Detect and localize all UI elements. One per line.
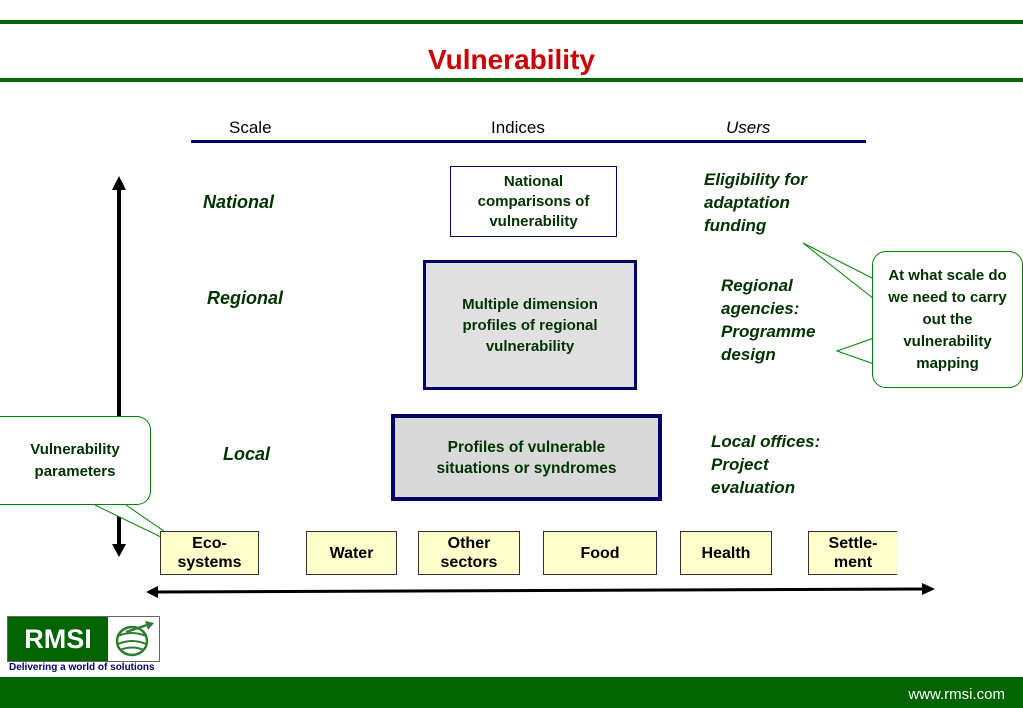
header-scale: Scale bbox=[229, 118, 272, 137]
index-national-box: National comparisons of vulnerability bbox=[450, 166, 617, 237]
sector-other-sectors: Other sectors bbox=[418, 531, 520, 575]
globe-arrow-icon bbox=[115, 621, 154, 657]
title-underline-rule bbox=[0, 78, 1023, 82]
top-rule bbox=[0, 20, 1023, 24]
sector-settlement: Settle-ment bbox=[808, 531, 897, 575]
index-national-text: National comparisons of vulnerability bbox=[477, 172, 590, 230]
footer-bar bbox=[0, 677, 1023, 708]
sector-water: Water bbox=[306, 531, 397, 575]
index-regional-text: Multiple dimension profiles of regional … bbox=[462, 295, 598, 355]
scale-national-label: National bbox=[203, 192, 275, 212]
page-title: Vulnerability bbox=[427, 44, 595, 75]
index-local-text: Profiles of vulnerable situations or syn… bbox=[436, 438, 617, 477]
horizontal-arrow-head-left bbox=[146, 586, 158, 598]
sector-food: Food bbox=[543, 531, 657, 575]
sector-ecosystems: Eco-systems bbox=[160, 531, 259, 575]
header-users: Users bbox=[726, 118, 771, 137]
user-national-label: Eligibility for adaptation funding bbox=[704, 170, 807, 235]
rmsi-tagline: Delivering a world of solutions bbox=[9, 662, 155, 673]
question-callout-tail-lower bbox=[835, 337, 875, 365]
header-underline bbox=[191, 140, 866, 143]
index-regional-box: Multiple dimension profiles of regional … bbox=[423, 260, 637, 390]
header-indices: Indices bbox=[491, 118, 545, 137]
vertical-arrow-head-bottom bbox=[112, 544, 126, 557]
sector-health: Health bbox=[680, 531, 772, 575]
horizontal-arrow-head-right bbox=[922, 583, 935, 595]
footer-url-link[interactable]: www.rmsi.com bbox=[908, 686, 1005, 703]
parameters-callout: Vulnerability parameters bbox=[0, 416, 151, 505]
horizontal-sector-arrow bbox=[157, 587, 923, 594]
scale-regional-label: Regional bbox=[207, 288, 284, 308]
question-callout-tail-upper bbox=[802, 242, 875, 300]
vertical-arrow-head-top bbox=[112, 176, 126, 190]
rmsi-logo-wordmark: RMSI bbox=[8, 617, 108, 661]
parameters-callout-text: Vulnerability parameters bbox=[30, 440, 120, 480]
question-callout-text: At what scale do we need to carry out th… bbox=[888, 266, 1007, 372]
user-local-label: Local offices: Project evaluation bbox=[711, 432, 821, 497]
index-local-box: Profiles of vulnerable situations or syn… bbox=[391, 414, 662, 501]
scale-local-label: Local bbox=[223, 444, 271, 464]
rmsi-logo: RMSI bbox=[7, 616, 160, 662]
question-callout: At what scale do we need to carry out th… bbox=[872, 251, 1023, 388]
user-regional-label: Regional agencies: Programme design bbox=[721, 276, 816, 364]
